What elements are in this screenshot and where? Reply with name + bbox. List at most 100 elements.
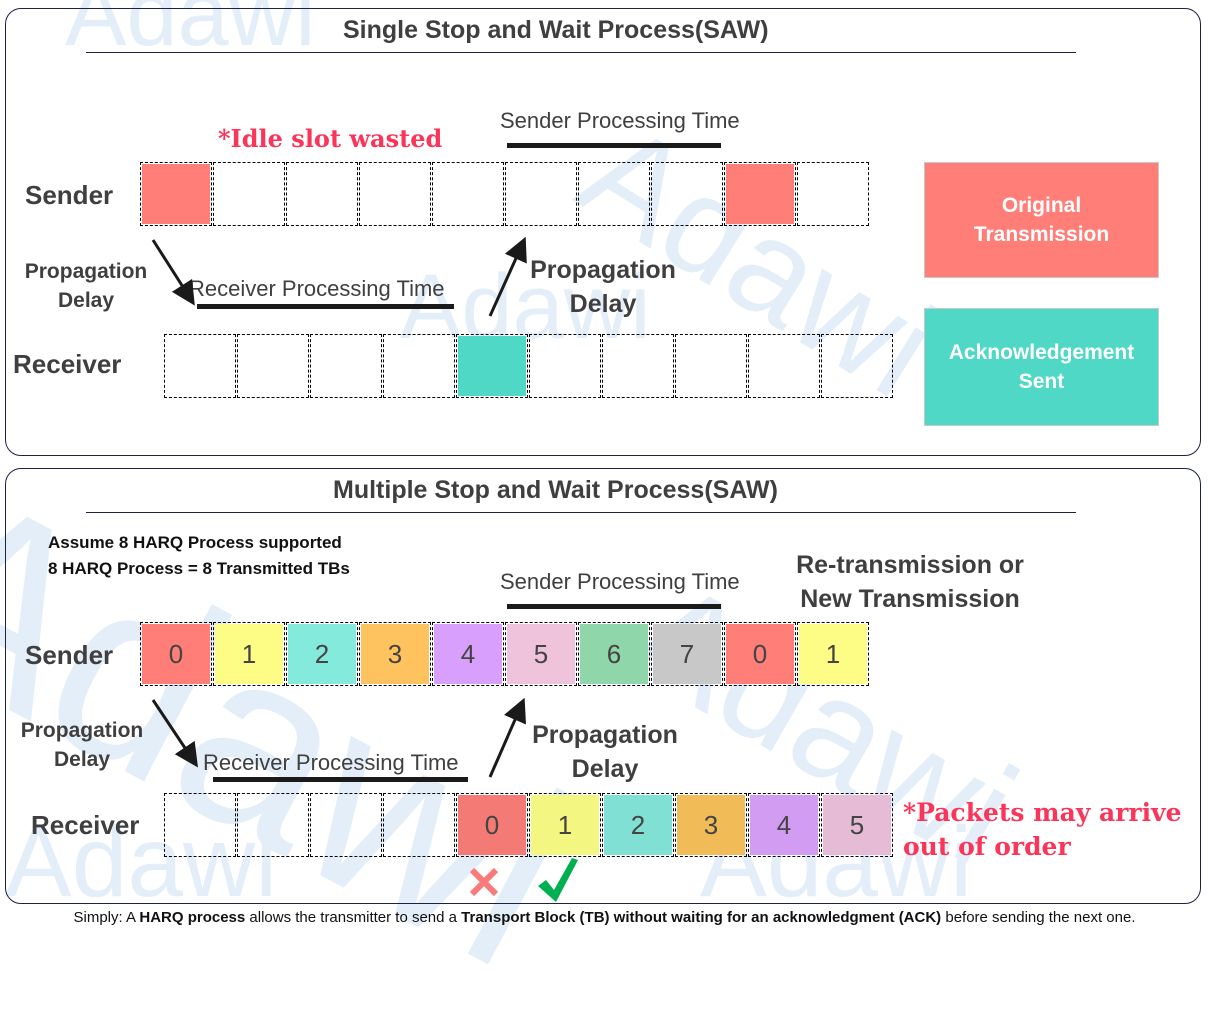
slot-fill: 1	[799, 624, 867, 684]
slot-cell	[675, 334, 747, 398]
slot-cell	[310, 793, 382, 857]
slot-empty	[580, 164, 648, 224]
harq-process-number: 0	[752, 638, 768, 669]
slot-cell	[797, 162, 869, 226]
slot-cell: 0	[140, 622, 212, 686]
propagation-delay-right: Propagation Delay	[522, 253, 684, 321]
slot-empty	[312, 336, 380, 396]
footer-note: Simply: A HARQ process allows the transm…	[0, 909, 1209, 926]
slot-empty	[385, 336, 453, 396]
check-mark-icon	[538, 858, 578, 902]
receiver-processing-bar	[197, 304, 454, 309]
slot-fill: 0	[458, 795, 526, 855]
harq-process-number: 4	[460, 638, 476, 669]
assumption-line: Assume 8 HARQ Process supported	[48, 533, 342, 552]
slot-fill: 4	[750, 795, 818, 855]
legend-text: Acknowledgement	[948, 341, 1135, 364]
out-of-order-text: *Packets may arrive	[903, 798, 1182, 827]
slot-fill: 7	[653, 624, 721, 684]
sender-label: Sender	[25, 180, 114, 210]
slot-cell	[651, 162, 723, 226]
slot-cell	[383, 334, 455, 398]
slot-cell: 1	[213, 622, 285, 686]
slot-cell: 1	[797, 622, 869, 686]
single-saw-title: Single Stop and Wait Process(SAW)	[343, 16, 769, 44]
legend-text: Sent	[1018, 370, 1065, 393]
slot-cell	[140, 162, 212, 226]
delay-text: Delay	[57, 289, 115, 312]
slot-fill: 0	[142, 624, 210, 684]
slot-cell	[164, 793, 236, 857]
slot-cell	[432, 162, 504, 226]
slot-empty	[361, 164, 429, 224]
slot-cell	[748, 334, 820, 398]
slot-cell	[602, 334, 674, 398]
propagation-text: Propagation	[24, 260, 148, 283]
slot-cell	[213, 162, 285, 226]
slot-fill: 0	[726, 624, 794, 684]
slot-cell	[529, 334, 601, 398]
out-of-order-text: out of order	[903, 832, 1071, 861]
slot-empty	[799, 164, 867, 224]
slot-fill: 6	[580, 624, 648, 684]
slot-fill	[142, 164, 210, 224]
slot-cell	[578, 162, 650, 226]
harq-process-number: 3	[703, 809, 719, 840]
slot-empty	[531, 336, 599, 396]
out-of-order-note: *Packets may arrive out of order	[903, 796, 1182, 864]
slot-cell: 0	[456, 793, 528, 857]
slot-empty	[823, 336, 891, 396]
slot-cell: 3	[359, 622, 431, 686]
slot-empty	[166, 795, 234, 855]
harq-process-number: 1	[825, 638, 841, 669]
slot-empty	[215, 164, 283, 224]
sender-processing-bar	[507, 604, 721, 609]
multiple-saw-title: Multiple Stop and Wait Process(SAW)	[333, 476, 778, 504]
slot-cell	[237, 334, 309, 398]
slot-cell	[359, 162, 431, 226]
harq-process-number: 1	[557, 809, 573, 840]
slot-cell: 5	[821, 793, 893, 857]
multiple-saw-panel	[5, 468, 1201, 904]
assumption-line: 8 HARQ Process = 8 Transmitted TBs	[48, 559, 350, 578]
slot-cell	[505, 162, 577, 226]
slot-cell: 5	[505, 622, 577, 686]
slot-cell: 0	[724, 622, 796, 686]
idle-slot-note: *Idle slot wasted	[218, 124, 443, 153]
slot-fill: 5	[823, 795, 891, 855]
slot-cell	[286, 162, 358, 226]
slot-empty	[750, 336, 818, 396]
slot-fill	[726, 164, 794, 224]
harq-process-number: 4	[776, 809, 792, 840]
slot-empty	[604, 336, 672, 396]
propagation-delay-left: Propagation Delay	[16, 257, 156, 315]
footer-bold: Transport Block (TB) without waiting for…	[461, 909, 942, 926]
slot-cell: 3	[675, 793, 747, 857]
propagation-text: Propagation	[532, 721, 678, 749]
harq-process-number: 5	[849, 809, 865, 840]
slot-empty	[507, 164, 575, 224]
slot-cell: 2	[602, 793, 674, 857]
footer-bold: HARQ process	[139, 909, 246, 926]
receiver-processing-bar	[213, 777, 468, 782]
slot-cell	[164, 334, 236, 398]
slot-empty	[653, 164, 721, 224]
propagation-delay-left: Propagation Delay	[12, 716, 152, 774]
slot-empty	[677, 336, 745, 396]
receiver-label: Receiver	[31, 810, 140, 840]
harq-process-number: 0	[168, 638, 184, 669]
receiver-processing-label: Receiver Processing Time	[189, 276, 445, 301]
title-underline	[86, 52, 1076, 53]
slot-cell: 2	[286, 622, 358, 686]
slot-empty	[312, 795, 380, 855]
harq-process-number: 2	[314, 638, 330, 669]
new-transmission-text: New Transmission	[800, 585, 1020, 613]
slot-empty	[434, 164, 502, 224]
slot-empty	[166, 336, 234, 396]
sender-processing-label: Sender Processing Time	[500, 108, 740, 133]
slot-empty	[239, 336, 307, 396]
title-underline	[86, 512, 1076, 513]
propagation-text: Propagation	[20, 719, 144, 742]
